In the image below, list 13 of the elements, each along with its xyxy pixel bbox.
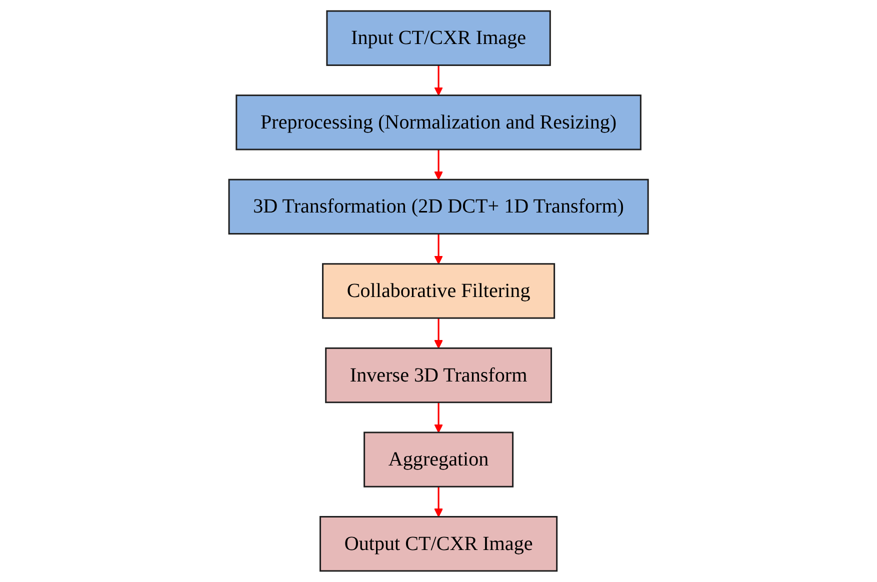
node-box: Output CT/CXR Image bbox=[319, 516, 558, 572]
node-box: Aggregation bbox=[364, 432, 514, 488]
node-box: Preprocessing (Normalization and Resizing) bbox=[236, 94, 642, 150]
arrow bbox=[434, 65, 443, 96]
node-box: 3D Transformation (2D DCT+ 1D Transform) bbox=[228, 178, 649, 235]
arrow bbox=[434, 234, 443, 264]
node-box: Inverse 3D Transform bbox=[325, 347, 552, 404]
node-box: Input CT/CXR Image bbox=[326, 10, 551, 66]
arrow bbox=[434, 150, 443, 180]
arrow bbox=[434, 402, 443, 433]
node-box: Collaborative Filtering bbox=[322, 263, 556, 319]
arrow bbox=[434, 318, 443, 349]
arrow bbox=[434, 486, 443, 518]
